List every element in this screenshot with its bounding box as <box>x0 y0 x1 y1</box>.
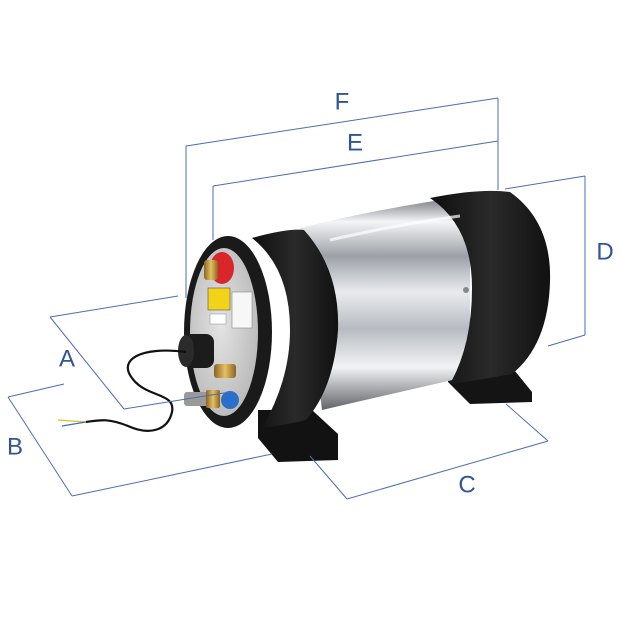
power-cable <box>85 349 187 432</box>
dimension-lines <box>7 97 586 500</box>
front-end-band <box>252 229 339 428</box>
wire-yellow <box>57 419 87 423</box>
dimension-label-f: F <box>335 88 350 115</box>
brass-valve-top <box>204 260 218 280</box>
water-heater-illustration <box>57 190 551 462</box>
warning-label <box>207 287 231 311</box>
rating-label <box>231 291 253 329</box>
dimension-label-d: D <box>596 238 613 265</box>
steel-cylinder <box>300 196 470 410</box>
dimension-label-a: A <box>59 345 75 372</box>
small-label <box>209 313 227 325</box>
blue-fitting <box>221 391 239 409</box>
rear-end-cap <box>430 190 551 384</box>
wire-blue <box>61 421 87 427</box>
steel-highlight <box>329 214 461 242</box>
dimension-label-c: C <box>458 471 475 498</box>
dimension-label-e: E <box>347 129 363 156</box>
dimension-label-b: B <box>7 433 23 460</box>
brass-outlet <box>214 364 236 378</box>
steel-bolt <box>463 287 469 293</box>
drain-valve-brass <box>206 390 220 408</box>
front-face-plate <box>190 248 258 416</box>
